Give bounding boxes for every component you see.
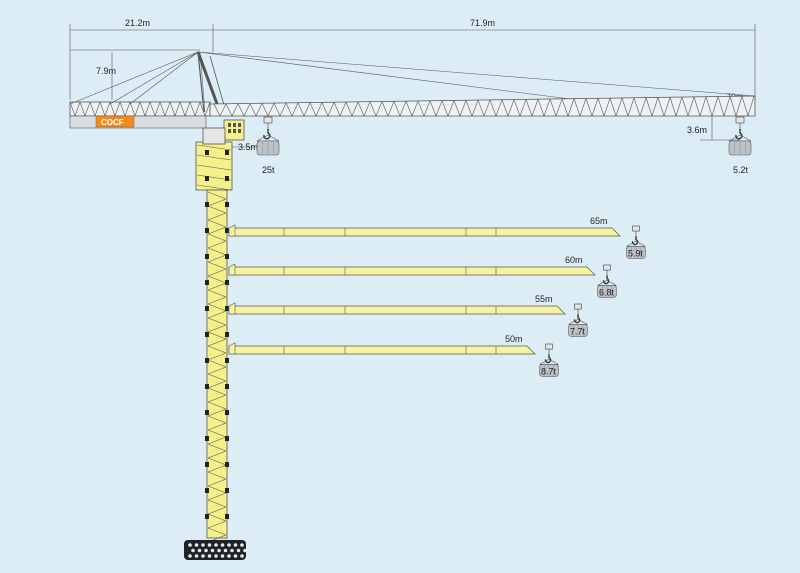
hook-icon [573,314,581,324]
trolley-icon [603,264,611,271]
jib-option-load-label: 7.7t [570,326,586,336]
counter-jib-length-label: 21.2m [125,18,150,28]
jib-option-reach-label: 60m [565,255,583,265]
jib-option-hook: 8.7t [539,343,559,377]
apex-height-label: 7.9m [96,66,116,76]
jib-option-hook: 7.7t [568,303,588,337]
main-jib [209,95,756,117]
trolley-icon [574,303,582,310]
tip-hook-assembly [728,116,752,156]
total-jib-length-label: 71.9m [470,18,495,28]
jib-option-bar [228,305,566,315]
jib-option-reach-label: 50m [505,334,523,344]
trolley-offset-label: 3.5m [238,142,258,152]
jib-option-hook: 6.8t [597,264,617,298]
apex-structure [69,51,756,113]
foundation [184,540,247,560]
jib-option-3: 50m [228,334,536,355]
jib-option-hook: 5.9t [626,225,646,259]
trolley-icon [735,116,745,124]
jib-option-load-label: 5.9t [628,248,644,258]
hook-icon [602,275,610,285]
jib-option-reach-label: 55m [535,294,553,304]
counter-jib: COCF [69,101,211,129]
tip-drop-label: 3.6m [687,125,707,135]
hook-icon [263,129,271,140]
trolley-icon [632,225,640,232]
jib-option-bar [228,227,621,237]
hook-icon [735,129,743,140]
jib-option-1: 60m [228,255,596,276]
brand-label: COCF [101,118,124,127]
dimension-lines [69,24,756,148]
hook-icon [544,354,552,364]
tower-mast [195,127,233,543]
jib-option-2: 55m [228,294,566,315]
near-hook-assembly [256,116,280,156]
jib-options: 65m 5.9t 60m 6.8t 55m 7.7t 50m 8.7t [228,216,646,377]
brand-panel [95,115,135,128]
trolley-icon [545,343,553,350]
jib-option-load-label: 6.8t [599,287,615,297]
tip-load-label: 5.2t [733,165,749,175]
jib-option-0: 65m [228,216,621,237]
jib-option-bar [228,345,536,355]
operator-cab [223,119,245,141]
jib-option-reach-label: 65m [590,216,608,226]
hook-icon [631,236,639,246]
near-load-label: 25t [262,165,275,175]
jib-option-load-label: 8.7t [541,366,557,376]
trolley-icon [263,116,273,124]
